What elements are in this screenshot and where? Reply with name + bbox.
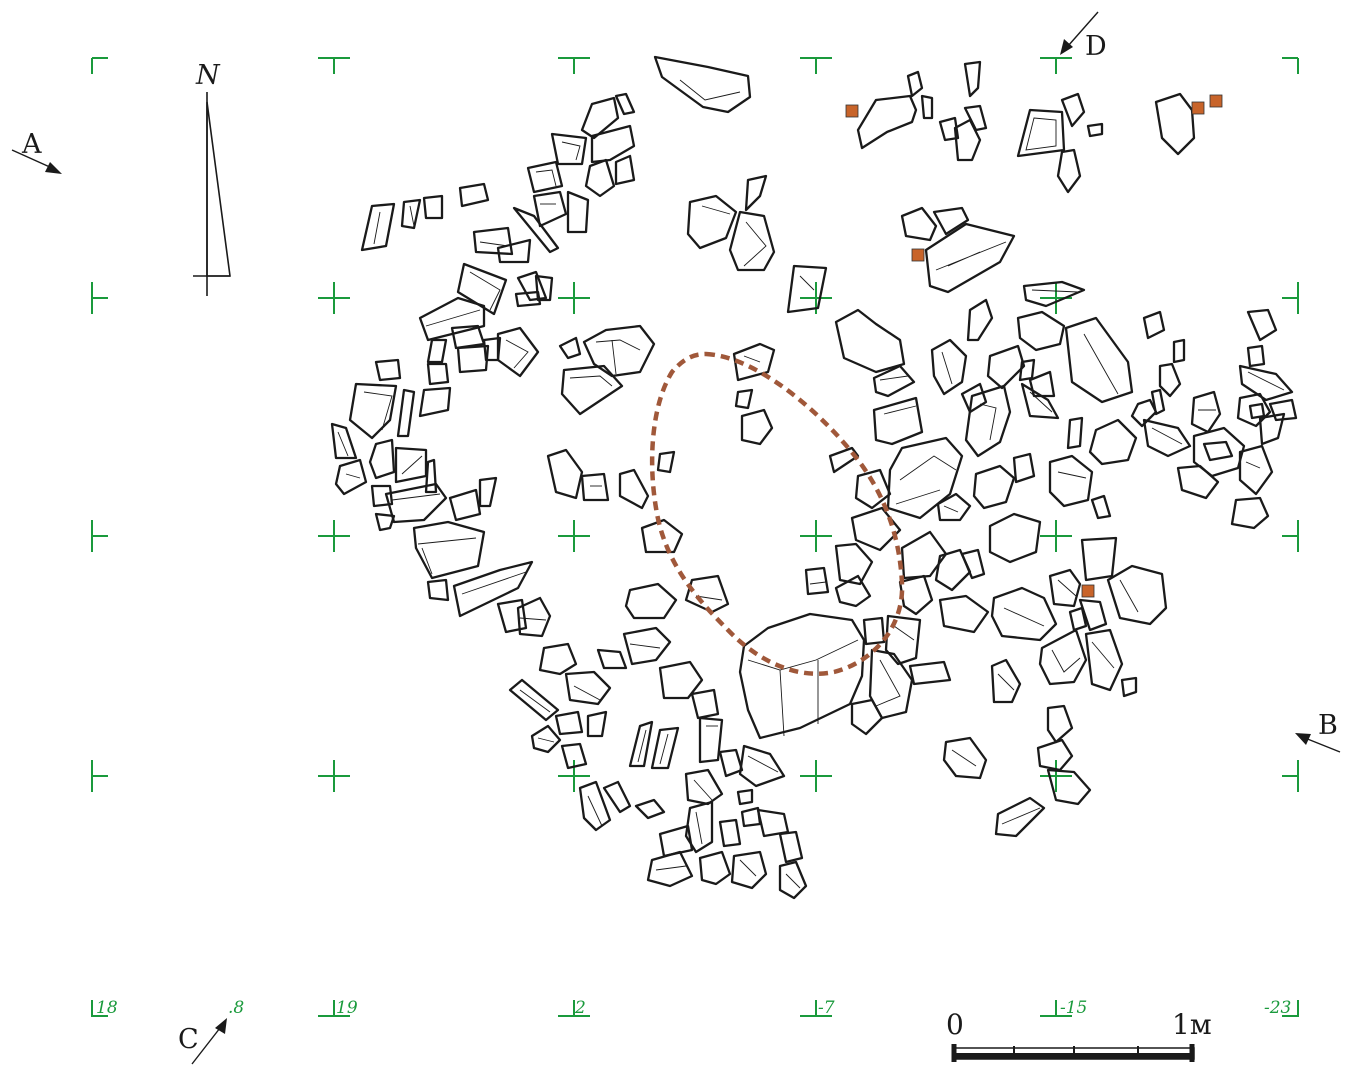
elevation-label: .8 xyxy=(228,998,244,1018)
north-arrow: N xyxy=(193,60,231,296)
elevation-label: -7 xyxy=(818,998,835,1018)
elevation-label: -15 xyxy=(1060,998,1087,1018)
scale-bar: 0 1м xyxy=(946,1008,1212,1062)
section-arrow-b: B xyxy=(1295,710,1341,753)
section-arrow-a: A xyxy=(11,129,62,174)
find-marker xyxy=(1209,94,1223,108)
stone-layer xyxy=(330,55,1298,900)
scale-end-label: 1м xyxy=(1172,1008,1212,1041)
grid-markers xyxy=(91,57,1299,1017)
find-marker xyxy=(1191,101,1205,115)
elevation-labels: 18 .8 19 2 -7 -15 -23 xyxy=(96,998,1291,1018)
find-marker xyxy=(1081,584,1095,598)
feature-outline xyxy=(649,351,905,676)
find-marker xyxy=(911,248,925,262)
section-label-d: D xyxy=(1085,31,1107,62)
section-arrow-c: C xyxy=(178,1018,227,1065)
find-marker xyxy=(845,104,859,118)
north-label: N xyxy=(195,60,221,91)
elevation-label: 19 xyxy=(336,998,358,1018)
elevation-label: 2 xyxy=(574,998,586,1018)
find-markers xyxy=(845,94,1223,598)
section-label-c: C xyxy=(178,1024,199,1055)
elevation-label: 18 xyxy=(96,998,118,1018)
section-label-b: B xyxy=(1318,710,1338,741)
elevation-label: -23 xyxy=(1264,998,1291,1018)
section-arrow-d: D xyxy=(1060,11,1107,62)
scale-start-label: 0 xyxy=(946,1008,964,1041)
section-label-a: A xyxy=(21,129,42,160)
